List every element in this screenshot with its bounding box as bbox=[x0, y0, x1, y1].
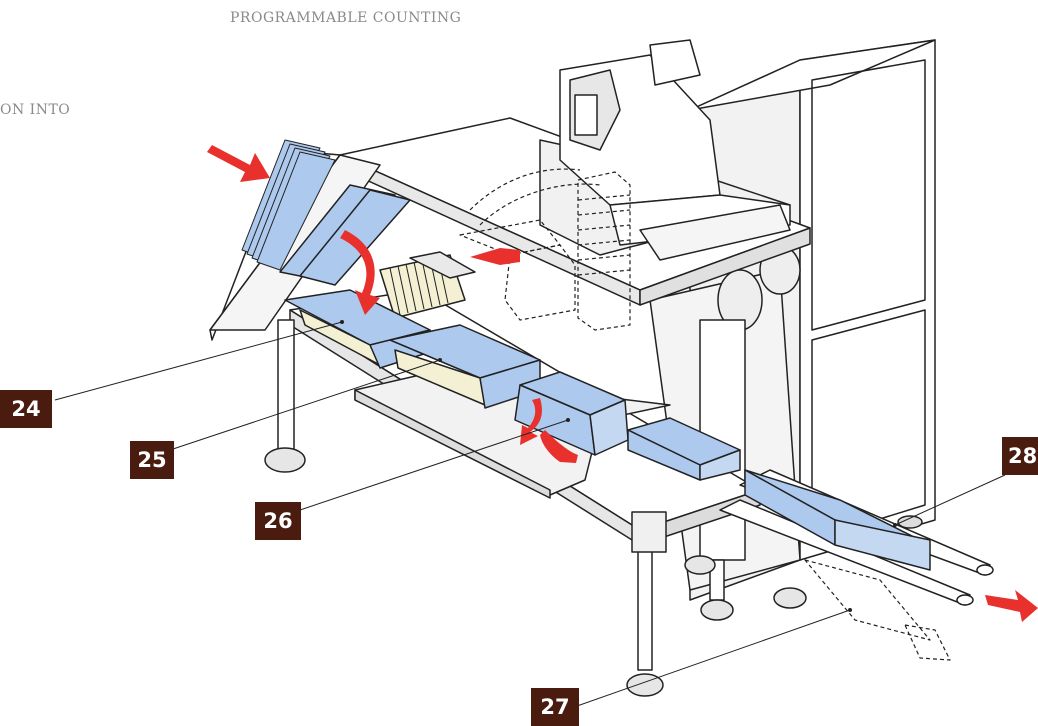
arrow-fold-icon bbox=[520, 398, 542, 445]
carton-25 bbox=[389, 324, 541, 409]
counting-comb bbox=[379, 251, 476, 319]
callout-24: 24 bbox=[0, 390, 52, 428]
callout-28: 28 bbox=[1002, 437, 1038, 475]
arrow-output-icon bbox=[985, 590, 1038, 622]
machine-legs bbox=[264, 319, 807, 697]
callout-dots bbox=[340, 320, 897, 612]
callout-27: 27 bbox=[531, 688, 579, 726]
camera-head-unit bbox=[539, 39, 791, 261]
carton-24 bbox=[284, 289, 431, 369]
machine-drum bbox=[649, 245, 801, 591]
arrow-push-icon bbox=[470, 248, 520, 265]
arrow-feed-in-icon bbox=[207, 145, 270, 182]
caption-left-fragment: ON INTO bbox=[0, 102, 71, 118]
callout-leaders bbox=[54, 321, 1006, 713]
output-rails bbox=[719, 469, 994, 606]
callout-25: 25 bbox=[130, 441, 174, 479]
reject-path bbox=[804, 559, 951, 661]
callout-26: 26 bbox=[255, 502, 301, 540]
arrow-fold-back-icon bbox=[540, 430, 578, 463]
dashed-stack-column bbox=[459, 168, 631, 331]
flow-arrows bbox=[207, 145, 1038, 622]
arrow-drop-icon bbox=[340, 230, 380, 315]
incoming-sheet-stack bbox=[241, 139, 336, 271]
carton-finished bbox=[627, 417, 741, 481]
caption-programmable-counting: PROGRAMMABLE COUNTING bbox=[230, 10, 462, 26]
